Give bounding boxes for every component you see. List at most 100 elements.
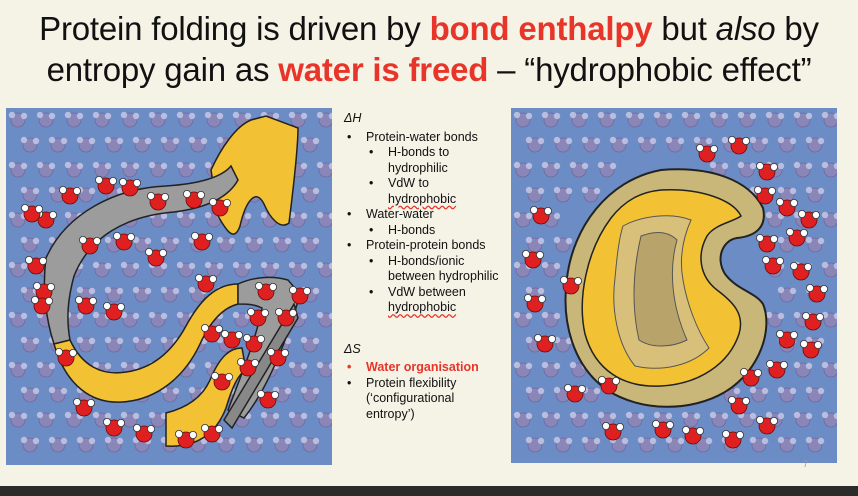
water-molecule-faded [777, 186, 797, 203]
water-molecule [236, 357, 259, 377]
water-molecule-faded [64, 411, 84, 428]
bullet-dot: • [369, 253, 374, 268]
water-molecule-faded [316, 161, 332, 178]
water-molecule [801, 311, 824, 331]
water-molecule-faded [637, 436, 657, 453]
water-molecule-faded [597, 161, 617, 178]
ordered-water-molecules [20, 176, 311, 449]
water-molecule-faded [160, 286, 180, 303]
water-molecule [598, 375, 621, 395]
water-molecule-faded [316, 411, 332, 428]
water-molecule [95, 176, 118, 195]
water-molecule [266, 347, 289, 367]
water-molecule [174, 429, 197, 449]
water-molecule [775, 198, 798, 217]
water-molecule-faded [541, 261, 561, 278]
water-molecule-faded [737, 411, 757, 428]
water-molecule-faded [148, 161, 168, 178]
water-molecule-faded [20, 386, 40, 403]
water-molecule-faded [793, 161, 813, 178]
entropy-heading: ΔS [344, 341, 361, 356]
water-molecule-faded [20, 136, 40, 153]
water-molecule-faded [8, 111, 28, 128]
water-molecule-faded [204, 111, 224, 128]
water-molecule-faded [48, 386, 68, 403]
water-molecule-faded [288, 211, 308, 228]
bullet-hbonds-ionic: •H-bonds/ionic between hydrophilic [344, 254, 504, 285]
bullet-dot: • [347, 238, 352, 252]
folded-protein-deep-fold [633, 232, 688, 347]
bullet-dot: • [369, 222, 374, 237]
water-molecule-faded [288, 411, 308, 428]
water-molecule [146, 192, 169, 211]
water-molecule-faded [625, 111, 645, 128]
water-molecule [103, 417, 126, 437]
water-molecule-faded [8, 361, 28, 378]
bullet-text: VdW between [388, 284, 466, 299]
water-molecule [55, 347, 78, 367]
water-molecule-faded [541, 161, 561, 178]
water-molecule-faded [513, 161, 533, 178]
water-molecule-faded [821, 261, 837, 278]
water-molecule-faded [176, 161, 196, 178]
water-molecule-faded [609, 436, 629, 453]
title-highlight-bond-enthalpy: bond enthalpy [429, 10, 653, 47]
water-molecule-faded [765, 111, 785, 128]
water-molecule-faded [513, 311, 533, 328]
water-molecule [24, 255, 48, 275]
thermodynamics-notes: ΔH •Protein-water bonds •H-bonds to hydr… [344, 111, 504, 422]
bottom-bar [0, 486, 858, 496]
water-molecule-faded [513, 211, 533, 228]
water-molecule-faded [120, 261, 140, 278]
water-molecule-faded [553, 336, 573, 353]
water-molecule-faded [316, 211, 332, 228]
free-water-molecules [521, 135, 828, 449]
bullet-text: Protein-protein bonds [366, 238, 486, 252]
water-molecule [755, 234, 778, 253]
water-molecule-faded [216, 236, 236, 253]
bullet-dot: • [347, 129, 352, 144]
water-molecule-faded [513, 111, 533, 128]
water-molecule-faded [92, 111, 112, 128]
water-molecule-faded [681, 111, 701, 128]
bullet-dot: • [347, 207, 352, 221]
water-molecule [727, 135, 750, 155]
water-molecule-faded [665, 436, 685, 453]
water-molecule [242, 333, 265, 353]
water-molecule-faded [793, 411, 813, 428]
bullet-text: H-bonds [388, 222, 436, 237]
water-molecule-faded [525, 186, 545, 203]
water-molecule-faded [176, 111, 196, 128]
water-molecule-faded [160, 236, 180, 253]
water-molecule-faded [8, 211, 28, 228]
water-molecule [755, 162, 778, 181]
water-molecule-faded [300, 186, 320, 203]
water-molecule-faded [737, 161, 757, 178]
water-molecule-faded [36, 161, 56, 178]
water-molecule-faded [749, 436, 769, 453]
water-molecule [200, 323, 223, 343]
spellcheck-word: hydrophobic [388, 191, 457, 206]
water-molecule [797, 210, 820, 229]
water-molecule-faded [665, 136, 685, 153]
water-molecule-faded [653, 111, 673, 128]
water-molecule-faded [821, 161, 837, 178]
water-molecule [274, 307, 297, 327]
water-molecule [210, 371, 233, 391]
water-molecule-faded [525, 136, 545, 153]
water-molecule-faded [36, 411, 56, 428]
bullet-text: Water-water [366, 207, 434, 221]
water-molecule [246, 307, 269, 327]
water-molecule [254, 281, 277, 301]
water-molecule-faded [76, 436, 96, 453]
water-molecule [133, 423, 155, 443]
water-molecule [533, 333, 557, 353]
water-molecule-faded [525, 386, 545, 403]
water-molecule-faded [204, 261, 224, 278]
water-molecule-faded [793, 111, 813, 128]
water-molecule [805, 283, 828, 303]
water-molecule [220, 329, 243, 349]
water-molecule-faded [300, 236, 320, 253]
water-molecule-faded [132, 286, 152, 303]
